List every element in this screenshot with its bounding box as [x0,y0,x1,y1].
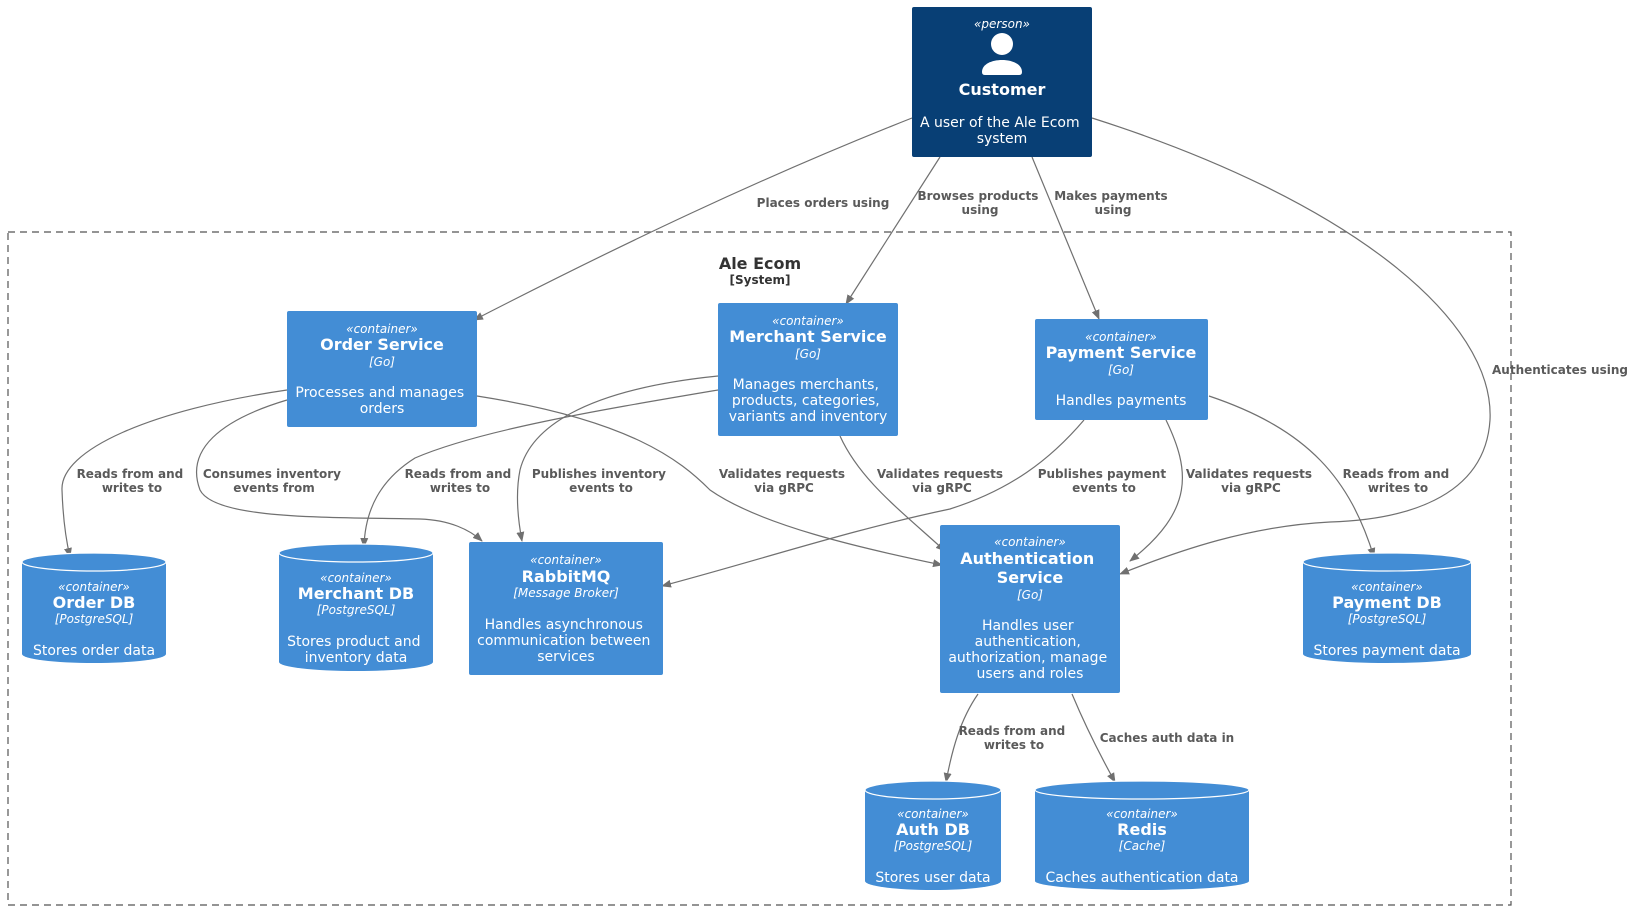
node-title: Merchant Service [729,327,887,346]
node-title: Authentication Service [960,549,1100,587]
node-technology: [Go] [1108,363,1134,377]
edge-payment-auth[interactable] [1129,419,1183,562]
node-title: RabbitMQ [522,567,611,586]
edge-auth-authdb[interactable] [943,693,979,783]
node-stereotype: «container» [1351,580,1423,594]
edge-label-customer-order: Places orders using [757,196,890,210]
edge-merchant-auth[interactable] [839,435,946,552]
edge-customer-merchant[interactable] [845,156,941,305]
node-technology: [Go] [795,347,821,361]
edge-label-payment-rabbit: Publishes payment events to [1038,467,1171,495]
customer-box [912,7,1092,157]
edge-payment-paymentdb[interactable] [1208,395,1376,558]
boundary-type: [System] [730,273,791,287]
node-stereotype: «container» [58,580,130,594]
edges [61,117,1491,783]
auth-db-node[interactable]: «container» Auth DB [PostgreSQL] Stores … [864,780,1002,890]
merchant-service-node[interactable]: «container» Merchant Service [Go] Manage… [718,303,898,436]
node-stereotype: «container» [897,807,969,821]
boundary-title: Ale Ecom [719,254,801,273]
payment-db-node[interactable]: «container» Payment DB [PostgreSQL] Stor… [1302,552,1472,663]
order-service-node[interactable]: «container» Order Service [Go] Processes… [287,311,477,427]
edge-merchant-rabbit[interactable] [516,375,719,542]
edge-label-auth-authdb: Reads from and writes to [959,724,1070,752]
edge-label-merchant-rabbit: Publishes inventory events to [532,467,670,495]
edge-order-auth[interactable] [476,395,943,568]
edge-label-customer-auth: Authenticates using [1492,363,1628,377]
node-title: Payment DB [1332,593,1442,612]
node-title: Redis [1117,820,1167,839]
node-title: Order Service [320,335,444,354]
node-description: Processes and manages orders [295,385,468,417]
node-technology: [PostgreSQL] [1348,612,1427,626]
authentication-service-node[interactable]: «container» Authentication Service [Go] … [940,525,1120,693]
node-stereotype: «container» [994,535,1066,549]
node-title: Order DB [53,593,136,612]
node-stereotype: «container» [1085,330,1157,344]
edge-label-merchant-merchantdb: Reads from and writes to [405,467,516,495]
node-description: A user of the Ale Ecom system [920,115,1084,147]
node-description: Manages merchants, products, categories,… [729,377,888,425]
edge-order-orderdb[interactable] [61,389,288,558]
system-boundary: Ale Ecom [System] [7,231,1512,906]
node-technology: [Go] [369,355,395,369]
merchant-db-node[interactable]: «container» Merchant DB [PostgreSQL] Sto… [278,543,434,671]
node-technology: [PostgreSQL] [317,603,396,617]
node-stereotype: «container» [530,553,602,567]
node-description: Handles asynchronous communication betwe… [477,617,655,665]
node-technology: [PostgreSQL] [894,839,973,853]
edge-label-order-rabbit: Consumes inventory events from [203,467,345,495]
node-title: Payment Service [1046,343,1197,362]
person-icon [982,33,1022,75]
node-description: Caches authentication data [1045,870,1238,886]
rabbitmq-node[interactable]: «container» RabbitMQ [Message Broker] Ha… [469,542,663,675]
node-description: Stores payment data [1313,643,1460,659]
node-technology: [Go] [1017,588,1043,602]
node-stereotype: «container» [346,322,418,336]
node-description: Handles payments [1056,393,1187,409]
edge-label-merchant-auth: Validates requests via gRPC [877,467,1007,495]
node-stereotype: «container» [320,571,392,585]
edge-payment-rabbit[interactable] [661,419,1085,588]
node-description: Stores order data [33,643,155,659]
edge-label-order-orderdb: Reads from and writes to [77,467,188,495]
edge-auth-redis[interactable] [1071,693,1116,783]
redis-node[interactable]: «container» Redis [Cache] Caches authent… [1034,780,1250,890]
edge-label-customer-payment: Makes payments using [1054,189,1172,217]
node-title: Customer [959,80,1046,99]
edge-labels: Places orders using Browses products usi… [77,189,1628,752]
node-stereotype: «container» [1106,807,1178,821]
node-description: Stores user data [875,870,990,886]
edge-merchant-merchantdb[interactable] [360,389,719,548]
node-stereotype: «person» [974,17,1030,31]
edge-customer-order[interactable] [473,117,913,321]
edge-label-customer-merchant: Browses products using [917,189,1042,217]
customer-node[interactable]: «person» Customer A user of the Ale Ecom… [912,7,1092,157]
node-description: Handles user authentication, authorizati… [948,618,1111,682]
node-description: Stores product and inventory data [287,634,425,666]
node-title: Merchant DB [298,584,414,603]
edge-label-payment-auth: Validates requests via gRPC [1186,467,1316,495]
node-title: Auth DB [896,820,970,839]
payment-service-node[interactable]: «container» Payment Service [Go] Handles… [1035,319,1208,420]
order-db-node[interactable]: «container» Order DB [PostgreSQL] Stores… [21,552,167,663]
node-technology: [Cache] [1119,839,1166,853]
node-technology: [PostgreSQL] [55,612,134,626]
edge-label-order-auth: Validates requests via gRPC [719,467,849,495]
edge-label-payment-paymentdb: Reads from and writes to [1343,467,1454,495]
edge-customer-auth[interactable] [1091,117,1491,575]
edge-customer-payment[interactable] [1031,156,1100,320]
node-technology: [Message Broker] [513,586,619,600]
node-stereotype: «container» [772,314,844,328]
edge-label-auth-redis: Caches auth data in [1100,731,1234,745]
edge-order-rabbit[interactable] [195,399,483,542]
